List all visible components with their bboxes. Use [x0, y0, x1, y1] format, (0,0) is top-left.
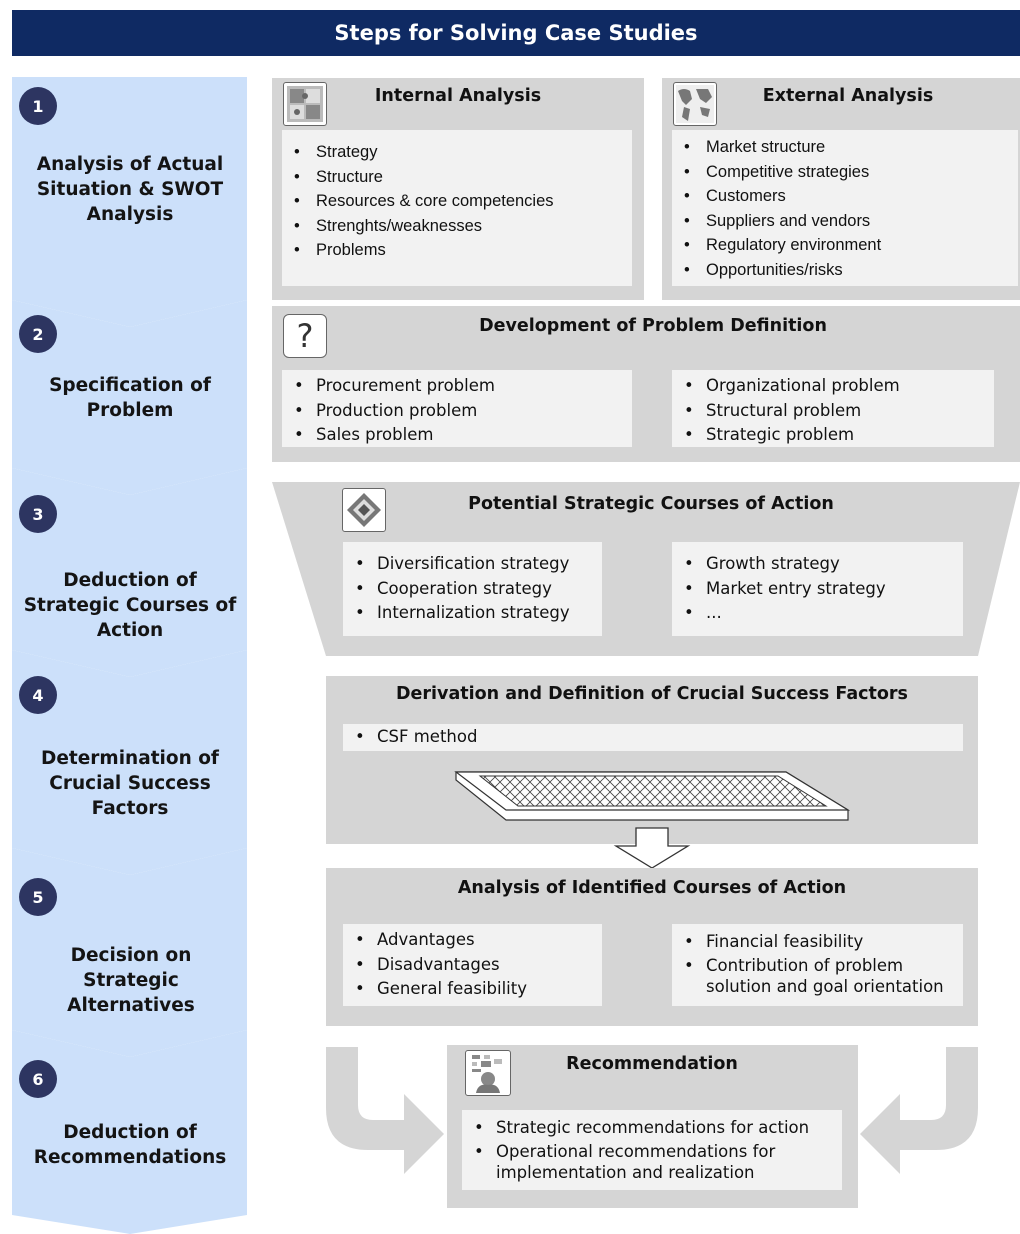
step-4-badge: 4 — [19, 676, 57, 714]
list-item: Disadvantages — [343, 953, 602, 978]
list-item: Procurement problem — [282, 374, 632, 399]
analysis-list-right: Financial feasibility Contribution of pr… — [672, 924, 963, 1006]
step-5-label: Decision on Strategic Alternatives — [67, 945, 195, 1016]
list-item: General feasibility — [343, 977, 602, 1002]
list-item: ... — [672, 601, 963, 626]
problem-list-left: Procurement problem Production problem S… — [282, 370, 632, 447]
list-item: Advantages — [343, 928, 602, 953]
step-4-label: Determination of Crucial Success Factors — [41, 748, 219, 819]
list-item: Financial feasibility — [672, 930, 963, 955]
chevron-step-3 — [12, 468, 247, 677]
internal-analysis-list: Strategy Structure Resources & core comp… — [282, 130, 632, 286]
list-item: Regulatory environment — [672, 233, 1018, 258]
list-item: Strategy — [282, 140, 632, 165]
list-item: Cooperation strategy — [343, 577, 602, 602]
courses-of-action-title: Potential Strategic Courses of Action — [468, 494, 834, 514]
list-item: Internalization strategy — [343, 601, 602, 626]
chevron-step-6 — [12, 1030, 247, 1234]
list-item: Market structure — [672, 135, 1018, 160]
step-chevrons — [12, 77, 247, 1234]
list-item: Production problem — [282, 399, 632, 424]
internal-analysis-title: Internal Analysis — [374, 86, 542, 106]
list-item: Market entry strategy — [672, 577, 963, 602]
problem-list-right: Organizational problem Structural proble… — [672, 370, 994, 447]
problem-definition-title: Development of Problem Definition — [479, 316, 827, 336]
step-6-badge: 6 — [19, 1060, 57, 1098]
analysis-list-left: Advantages Disadvantages General feasibi… — [343, 924, 602, 1006]
page-title: Steps for Solving Case Studies — [12, 10, 1020, 56]
list-item: Structural problem — [672, 399, 994, 424]
csf-list: CSF method — [343, 724, 963, 751]
list-item: Operational recommendations for implemen… — [462, 1141, 842, 1183]
step-2-label: Specification of Problem — [49, 375, 211, 421]
step-1-label: Analysis of Actual Situation & SWOT Anal… — [36, 154, 224, 225]
recommendation-title: Recommendation — [566, 1054, 738, 1074]
list-item: CSF method — [343, 725, 963, 750]
person-chart-icon — [465, 1050, 511, 1096]
chevron-step-1 — [12, 77, 247, 327]
puzzle-icon — [283, 82, 327, 126]
list-item: Opportunities/risks — [672, 258, 1018, 283]
external-analysis-title: External Analysis — [762, 86, 934, 106]
step-6-label: Deduction of Recommendations — [33, 1122, 227, 1168]
list-item: Customers — [672, 184, 1018, 209]
step-2-badge: 2 — [19, 315, 57, 353]
list-item: Problems — [282, 238, 632, 263]
step-3-badge: 3 — [19, 495, 57, 533]
list-item: Sales problem — [282, 423, 632, 448]
step-1-badge: 1 — [19, 87, 57, 125]
list-item: Contribution of problem solution and goa… — [672, 955, 963, 997]
list-item: Strenghts/weaknesses — [282, 214, 632, 239]
recommendation-list: Strategic recommendations for action Ope… — [462, 1110, 842, 1190]
down-arrow-icon — [613, 827, 691, 869]
list-item: Organizational problem — [672, 374, 994, 399]
csf-title: Derivation and Definition of Crucial Suc… — [396, 684, 908, 704]
globe-icon — [673, 82, 717, 126]
question-icon: ? — [283, 314, 327, 358]
external-analysis-list: Market structure Competitive strategies … — [672, 130, 1018, 286]
list-item: Competitive strategies — [672, 160, 1018, 185]
mesh-tray-icon — [454, 771, 851, 821]
list-item: Strategic recommendations for action — [462, 1116, 842, 1141]
chevron-step-5 — [12, 848, 247, 1057]
list-item: Diversification strategy — [343, 552, 602, 577]
list-item: Resources & core competencies — [282, 189, 632, 214]
chevron-step-4 — [12, 650, 247, 875]
step-5-badge: 5 — [19, 878, 57, 916]
list-item: Growth strategy — [672, 552, 963, 577]
strategy-list-right: Growth strategy Market entry strategy ..… — [672, 542, 963, 636]
step-3-label: Deduction of Strategic Courses of Action — [23, 570, 237, 641]
maze-icon — [342, 488, 386, 532]
list-item: Suppliers and vendors — [672, 209, 1018, 234]
strategy-list-left: Diversification strategy Cooperation str… — [343, 542, 602, 636]
analysis-title: Analysis of Identified Courses of Action — [457, 878, 847, 898]
list-item: Strategic problem — [672, 423, 994, 448]
list-item: Structure — [282, 165, 632, 190]
chevron-step-2 — [12, 300, 247, 495]
